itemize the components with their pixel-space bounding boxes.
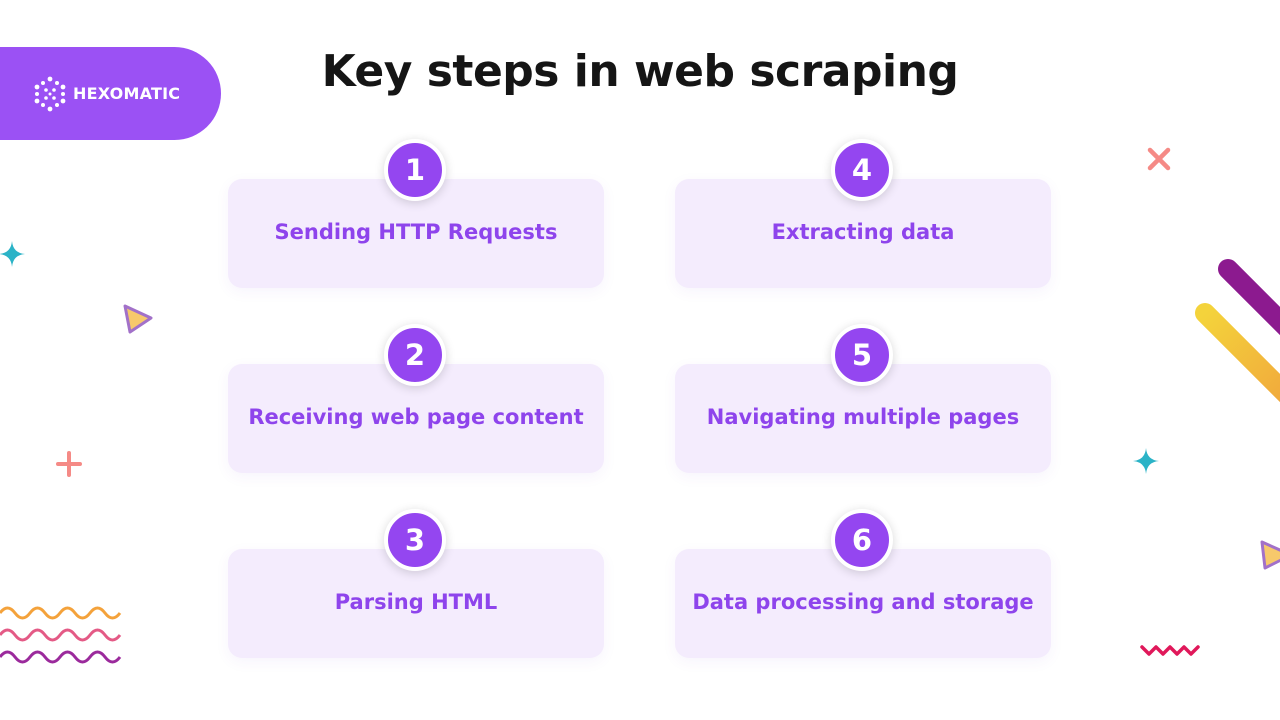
step-label: Receiving web page content (248, 405, 584, 429)
wave-lines (0, 606, 122, 664)
zigzag-icon (1140, 645, 1200, 656)
step-4: Extracting data 4 (675, 139, 1051, 288)
hexomatic-logo-icon (34, 76, 66, 111)
step-3: Parsing HTML 3 (228, 509, 604, 658)
step-label: Extracting data (771, 220, 955, 244)
sparkle-icon (0, 241, 25, 267)
step-number-badge: 6 (831, 509, 893, 571)
plus-icon (56, 451, 82, 477)
step-label: Navigating multiple pages (706, 405, 1020, 429)
step-number-badge: 1 (384, 139, 446, 201)
triangle-icon (1260, 540, 1280, 570)
step-number-badge: 4 (831, 139, 893, 201)
step-label: Data processing and storage (692, 590, 1034, 614)
brand-name: HEXOMATIC (73, 84, 181, 103)
brand-logo: HEXOMATIC (0, 47, 221, 140)
triangle-icon (123, 304, 153, 334)
step-number-badge: 3 (384, 509, 446, 571)
step-6: Data processing and storage 6 (675, 509, 1051, 658)
step-2: Receiving web page content 2 (228, 324, 604, 473)
sparkle-icon (1133, 448, 1159, 474)
step-label: Sending HTTP Requests (274, 220, 558, 244)
x-icon (1147, 147, 1171, 171)
page-title: Key steps in web scraping (321, 46, 959, 97)
step-number-badge: 5 (831, 324, 893, 386)
step-5: Navigating multiple pages 5 (675, 324, 1051, 473)
step-1: Sending HTTP Requests 1 (228, 139, 604, 288)
step-number-badge: 2 (384, 324, 446, 386)
diagonal-stripes (1195, 259, 1280, 403)
step-label: Parsing HTML (334, 590, 498, 614)
